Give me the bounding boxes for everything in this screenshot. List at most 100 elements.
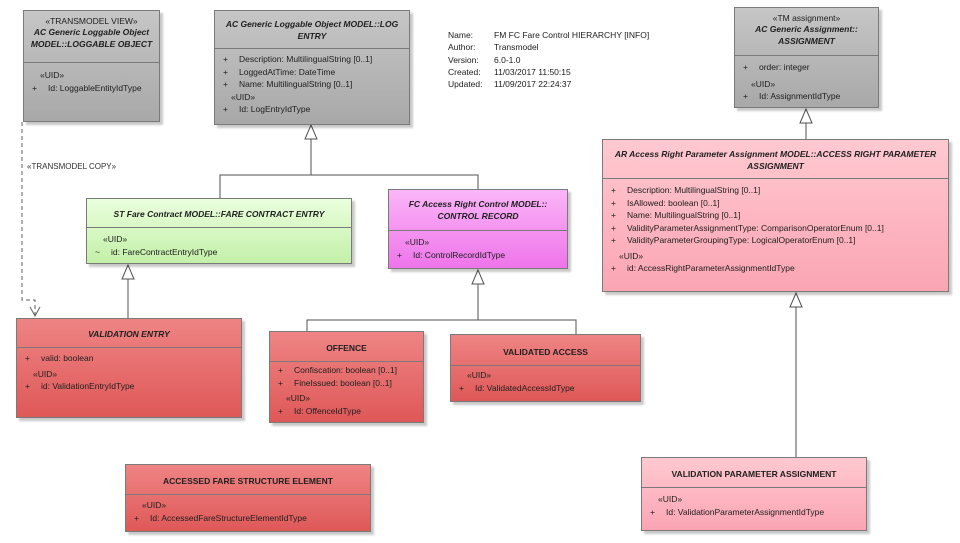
attribute-row: +Id: ValidationParameterAssignmentIdType [650, 506, 858, 519]
class-validation-parameter-assignment[interactable]: VALIDATION PARAMETER ASSIGNMENT «UID» +I… [641, 457, 867, 531]
visibility-marker: ~ [95, 246, 100, 257]
attribute-text: valid: boolean [41, 353, 94, 363]
attribute-text: order: integer [759, 62, 810, 72]
visibility-marker: + [611, 185, 616, 195]
attribute-text: Name: MultilingualString [0..1] [239, 79, 353, 89]
class-title: AC Generic Assignment:: ASSIGNMENT [755, 24, 858, 46]
attribute-row: +Name: MultilingualString [0..1] [611, 209, 940, 222]
visibility-marker: + [397, 249, 402, 260]
attribute-text: IsAllowed: boolean [0..1] [627, 197, 720, 208]
visibility-marker: + [743, 91, 748, 101]
generalization-line [306, 319, 577, 334]
attribute-section: +Confiscation: boolean [0..1] +FineIssue… [270, 362, 423, 419]
attribute-text: Id: AssignmentIdType [759, 91, 841, 101]
attribute-row: +LoggedAtTime: DateTime [223, 66, 401, 79]
attribute-row: +Description: MultilingualString [0..1] [223, 53, 401, 66]
class-control-record[interactable]: FC Access Right Control MODEL:: CONTROL … [388, 189, 568, 269]
generalization-arrowhead [121, 263, 135, 280]
uid-stereotype: «UID» [142, 500, 167, 510]
name-label: Name: [448, 30, 474, 40]
class-title: AC Generic Loggable Object MODEL::LOG EN… [225, 19, 399, 41]
attribute-row: +Id: OffenceIdType [278, 405, 415, 418]
visibility-marker: + [611, 263, 616, 273]
attribute-row: + Id: ValidatedAccessIdType [459, 382, 632, 395]
uid-stereotype: «UID» [619, 250, 644, 261]
uid-stereotype: «UID» [33, 368, 58, 379]
class-title: FC Access Right Control MODEL:: CONTROL … [408, 199, 548, 221]
class-loggable-object[interactable]: «TRANSMODEL VIEW» AC Generic Loggable Ob… [23, 10, 160, 122]
attribute-row: + Confiscation: boolean [0..1] [278, 364, 415, 377]
generalization-line [219, 174, 479, 198]
visibility-marker: + [278, 405, 283, 416]
attribute-row: ~ id: FareContractEntryIdType [95, 246, 343, 259]
visibility-marker: + [611, 197, 616, 208]
class-log-entry[interactable]: AC Generic Loggable Object MODEL::LOG EN… [214, 10, 410, 125]
class-accessed-fare-structure-element[interactable]: ACCESSED FARE STRUCTURE ELEMENT «UID» +I… [125, 464, 371, 532]
class-offence[interactable]: OFFENCE +Confiscation: boolean [0..1] +F… [269, 331, 424, 423]
class-title: AR Access Right Parameter Assignment MOD… [614, 149, 937, 171]
updated-label: Updated: [448, 79, 483, 90]
class-title: VALIDATION PARAMETER ASSIGNMENT [671, 469, 837, 479]
class-fare-contract-entry[interactable]: ST Fare Contract MODEL::FARE CONTRACT EN… [86, 198, 352, 264]
visibility-marker: + [223, 66, 228, 77]
class-header: VALIDATED ACCESS [451, 335, 640, 366]
class-header: AC Generic Loggable Object MODEL::LOG EN… [215, 11, 409, 49]
attribute-row: + id: ValidationEntryIdType [25, 380, 233, 393]
attribute-text: id: ValidationEntryIdType [41, 381, 135, 391]
visibility-marker: + [134, 512, 139, 523]
attribute-text: Confiscation: boolean [0..1] [294, 365, 398, 375]
generalization-arrowhead [471, 268, 485, 285]
visibility-marker: + [611, 210, 616, 220]
visibility-marker: + [223, 79, 228, 89]
visibility-marker: + [32, 82, 37, 93]
attribute-text: id: FareContractEntryIdType [111, 246, 218, 257]
id-section: «UID» +Id: ValidatedAccessIdType [451, 366, 640, 396]
stereotype: «TRANSMODEL VIEW» [45, 16, 138, 26]
id-section: «UID» +Id: ValidationParameterAssignment… [642, 488, 866, 520]
class-header: AR Access Right Parameter Assignment MOD… [603, 140, 948, 179]
attribute-text: Description: MultilingualString [0..1] [239, 54, 373, 64]
attribute-text: Id: LoggableEntityIdType [48, 82, 142, 93]
visibility-marker: + [459, 382, 464, 393]
id-section: «UID» ~id: FareContractEntryIdType [87, 228, 351, 260]
class-header: ST Fare Contract MODEL::FARE CONTRACT EN… [87, 199, 351, 228]
attribute-row: +ValidityParameterAssignmentType: Compar… [611, 222, 940, 235]
attribute-row: +valid: boolean [25, 352, 233, 365]
class-assignment[interactable]: «TM assignment» AC Generic Assignment:: … [734, 7, 879, 108]
class-header: FC Access Right Control MODEL:: CONTROL … [389, 190, 567, 231]
attribute-row: + Id: LoggableEntityIdType [32, 82, 151, 95]
attribute-row: + Id: AccessedFareStructureElementIdType [134, 512, 362, 525]
class-validation-entry[interactable]: VALIDATION ENTRY +valid: boolean «UID» +… [16, 318, 242, 418]
attribute-row: + Id: LogEntryIdType [223, 103, 401, 116]
attribute-text: Id: ValidatedAccessIdType [475, 382, 575, 393]
visibility-marker: + [223, 104, 228, 114]
dependency-line [21, 122, 36, 315]
class-header: «TRANSMODEL VIEW» AC Generic Loggable Ob… [24, 11, 159, 63]
generalization-arrowhead [304, 123, 318, 140]
uid-stereotype: «UID» [751, 78, 776, 89]
class-access-right-parameter-assignment[interactable]: AR Access Right Parameter Assignment MOD… [602, 139, 949, 292]
attribute-text: ValidityParameterGroupingType: LogicalOp… [627, 235, 856, 245]
attribute-row: + IsAllowed: boolean [0..1] [611, 197, 940, 210]
visibility-marker: + [278, 365, 283, 375]
attribute-text: Id: ControlRecordIdType [413, 249, 506, 260]
attribute-section: +Description: MultilingualString [0..1] … [215, 49, 409, 118]
class-validated-access[interactable]: VALIDATED ACCESS «UID» +Id: ValidatedAcc… [450, 334, 641, 402]
author-label: Author: [448, 42, 476, 53]
attribute-row: + ValidityParameterGroupingType: LogicalO… [611, 234, 940, 247]
attribute-text: Id: LogEntryIdType [239, 104, 311, 114]
attribute-row: +order: integer [743, 61, 870, 74]
visibility-marker: + [650, 506, 655, 517]
attribute-section: +Description: MultilingualString [0..1] … [603, 179, 948, 277]
class-title: VALIDATION ENTRY [88, 329, 170, 339]
updated-value: 11/09/2017 22:24:37 [494, 79, 572, 90]
created-label: Created: [448, 66, 481, 77]
class-header: VALIDATION PARAMETER ASSIGNMENT [642, 458, 866, 488]
attribute-text: Id: AccessedFareStructureElementIdType [150, 512, 307, 523]
visibility-marker: + [25, 381, 30, 391]
version-value: 6.0-1.0 [494, 54, 521, 65]
attribute-section: +valid: boolean «UID» + id: ValidationEnt… [17, 348, 241, 395]
visibility-marker: + [611, 235, 616, 245]
attribute-text: id: AccessRightParameterAssignmentIdType [627, 263, 795, 273]
